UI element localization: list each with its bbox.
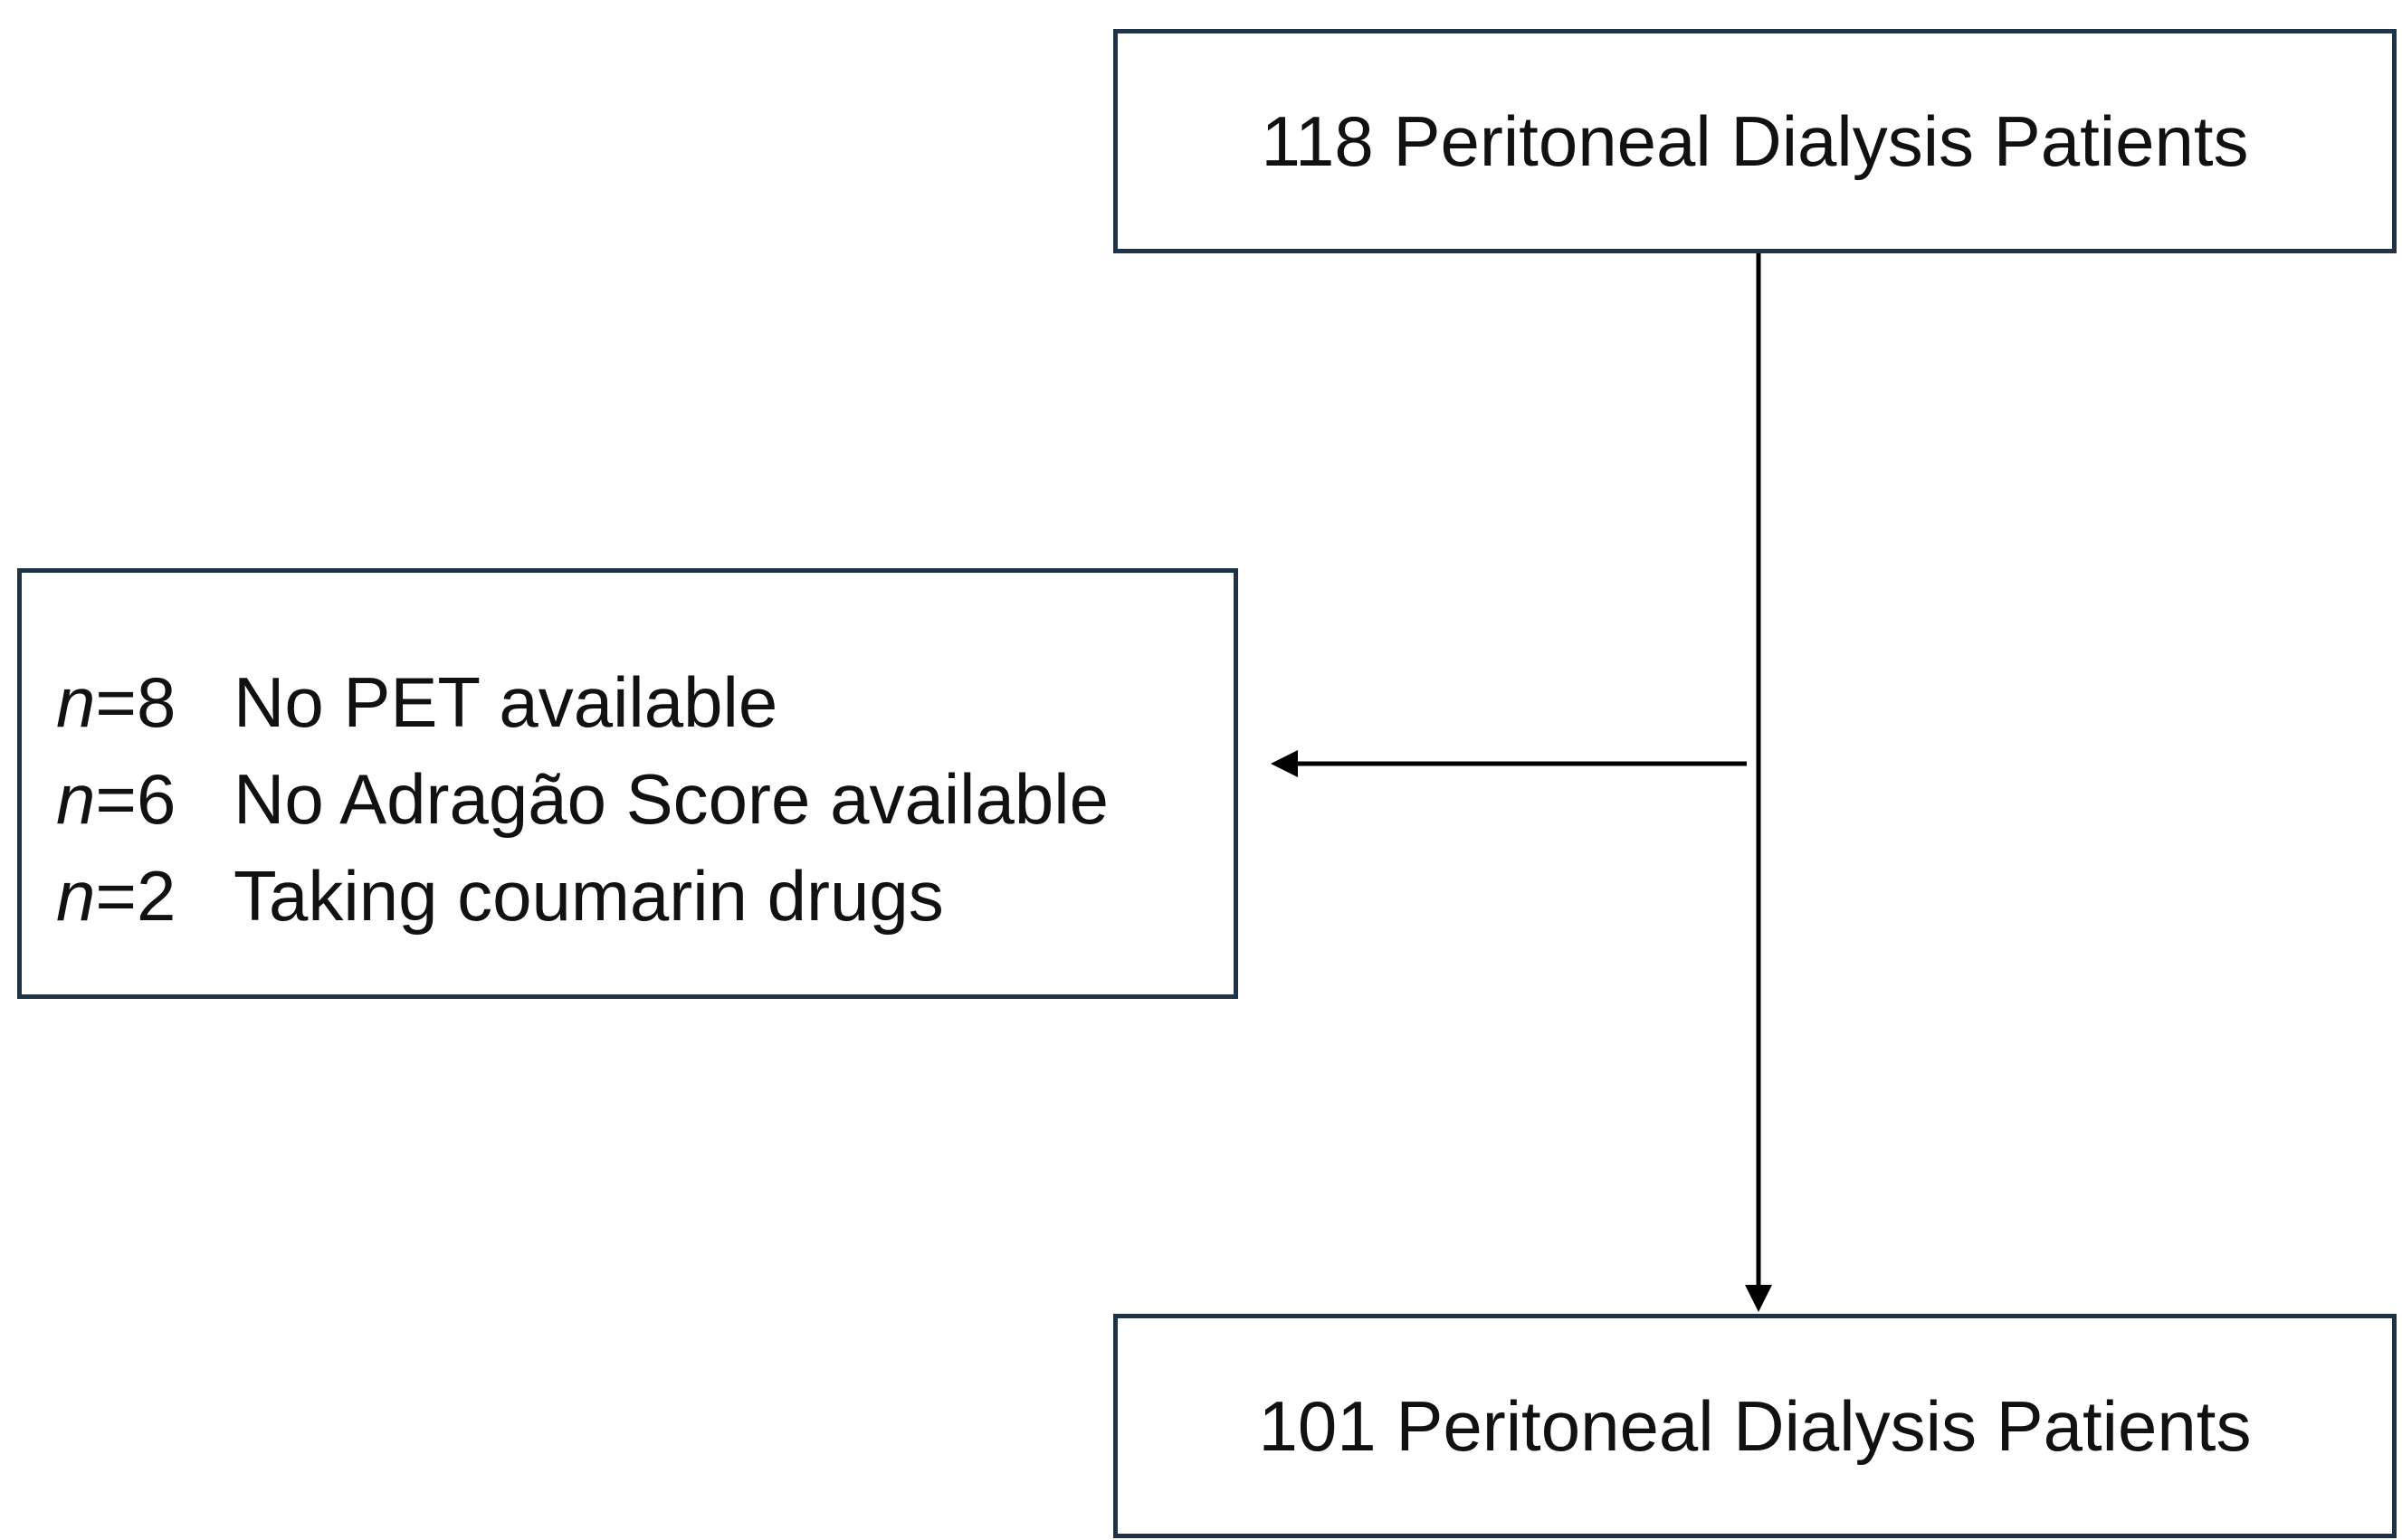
n-value: =2 [95,856,176,936]
end-node: 101 Peritoneal Dialysis Patients [1113,1314,2397,1538]
n-value: =6 [95,759,176,839]
n-symbol: n [56,759,96,839]
exclusion-reason: No PET available [234,662,778,742]
n-symbol: n [56,856,96,936]
exclusion-count: n=2 [56,848,234,945]
start-node-label: 118 Peritoneal Dialysis Patients [1261,100,2249,181]
n-symbol: n [56,662,96,742]
exclusion-count: n=6 [56,751,234,848]
exclusion-item: n=8 No PET available [56,654,1109,751]
n-value: =8 [95,662,176,742]
end-node-label: 101 Peritoneal Dialysis Patients [1258,1385,2252,1466]
exclusion-item: n=6 No Adragão Score available [56,751,1109,848]
start-node: 118 Peritoneal Dialysis Patients [1113,29,2397,253]
left-arrowhead [1271,750,1298,777]
down-arrowhead [1745,1285,1772,1312]
exclusion-reason: No Adragão Score available [234,759,1109,839]
exclusion-count: n=8 [56,654,234,751]
exclusion-box: n=8 No PET available n=6 No Adragão Scor… [17,568,1238,999]
exclusion-reason: Taking coumarin drugs [234,856,944,936]
exclusion-list: n=8 No PET available n=6 No Adragão Scor… [56,654,1109,945]
exclusion-item: n=2 Taking coumarin drugs [56,848,1109,945]
